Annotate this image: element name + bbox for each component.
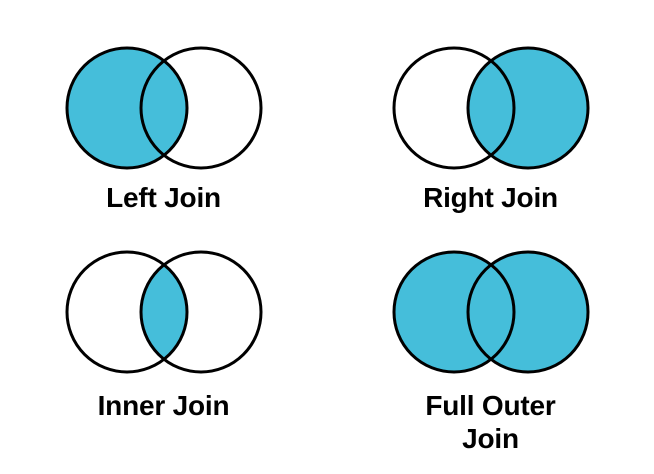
diagram-cell-right-join[interactable]: Right Join (327, 0, 654, 237)
diagram-cell-left-join[interactable]: Left Join (0, 0, 327, 237)
left-circle-outline (65, 46, 188, 170)
diagram-cell-full-outer-join[interactable]: Full Outer Join (327, 237, 654, 474)
right-circle-outline (139, 250, 262, 374)
right-circle-outline (139, 46, 262, 170)
venn-svg-full-outer-join (392, 250, 589, 374)
intersection-fill (140, 48, 187, 168)
venn-inner-join (64, 248, 264, 376)
venn-svg-left-join (65, 46, 262, 170)
diagram-label-left-join: Left Join (106, 182, 221, 213)
left-circle-outline (392, 250, 515, 374)
intersection-fill (467, 48, 514, 168)
venn-svg-inner-join (65, 250, 262, 374)
diagram-label-inner-join: Inner Join (97, 390, 230, 421)
venn-full-outer-join (391, 248, 591, 376)
venn-left-join (64, 44, 264, 172)
right-circle-fill (467, 252, 588, 372)
venn-right-join (391, 44, 591, 172)
diagram-label-full-outer-join: Full Outer Join (425, 390, 556, 454)
diagram-label-right-join: Right Join (423, 182, 558, 213)
intersection-fill (140, 252, 187, 372)
right-circle-outline (466, 46, 589, 170)
left-circle-outline (392, 46, 515, 170)
left-circle-outline (65, 250, 188, 374)
diagram-cell-inner-join[interactable]: Inner Join (0, 237, 327, 474)
venn-svg-right-join (392, 46, 589, 170)
right-circle-outline (466, 250, 589, 374)
